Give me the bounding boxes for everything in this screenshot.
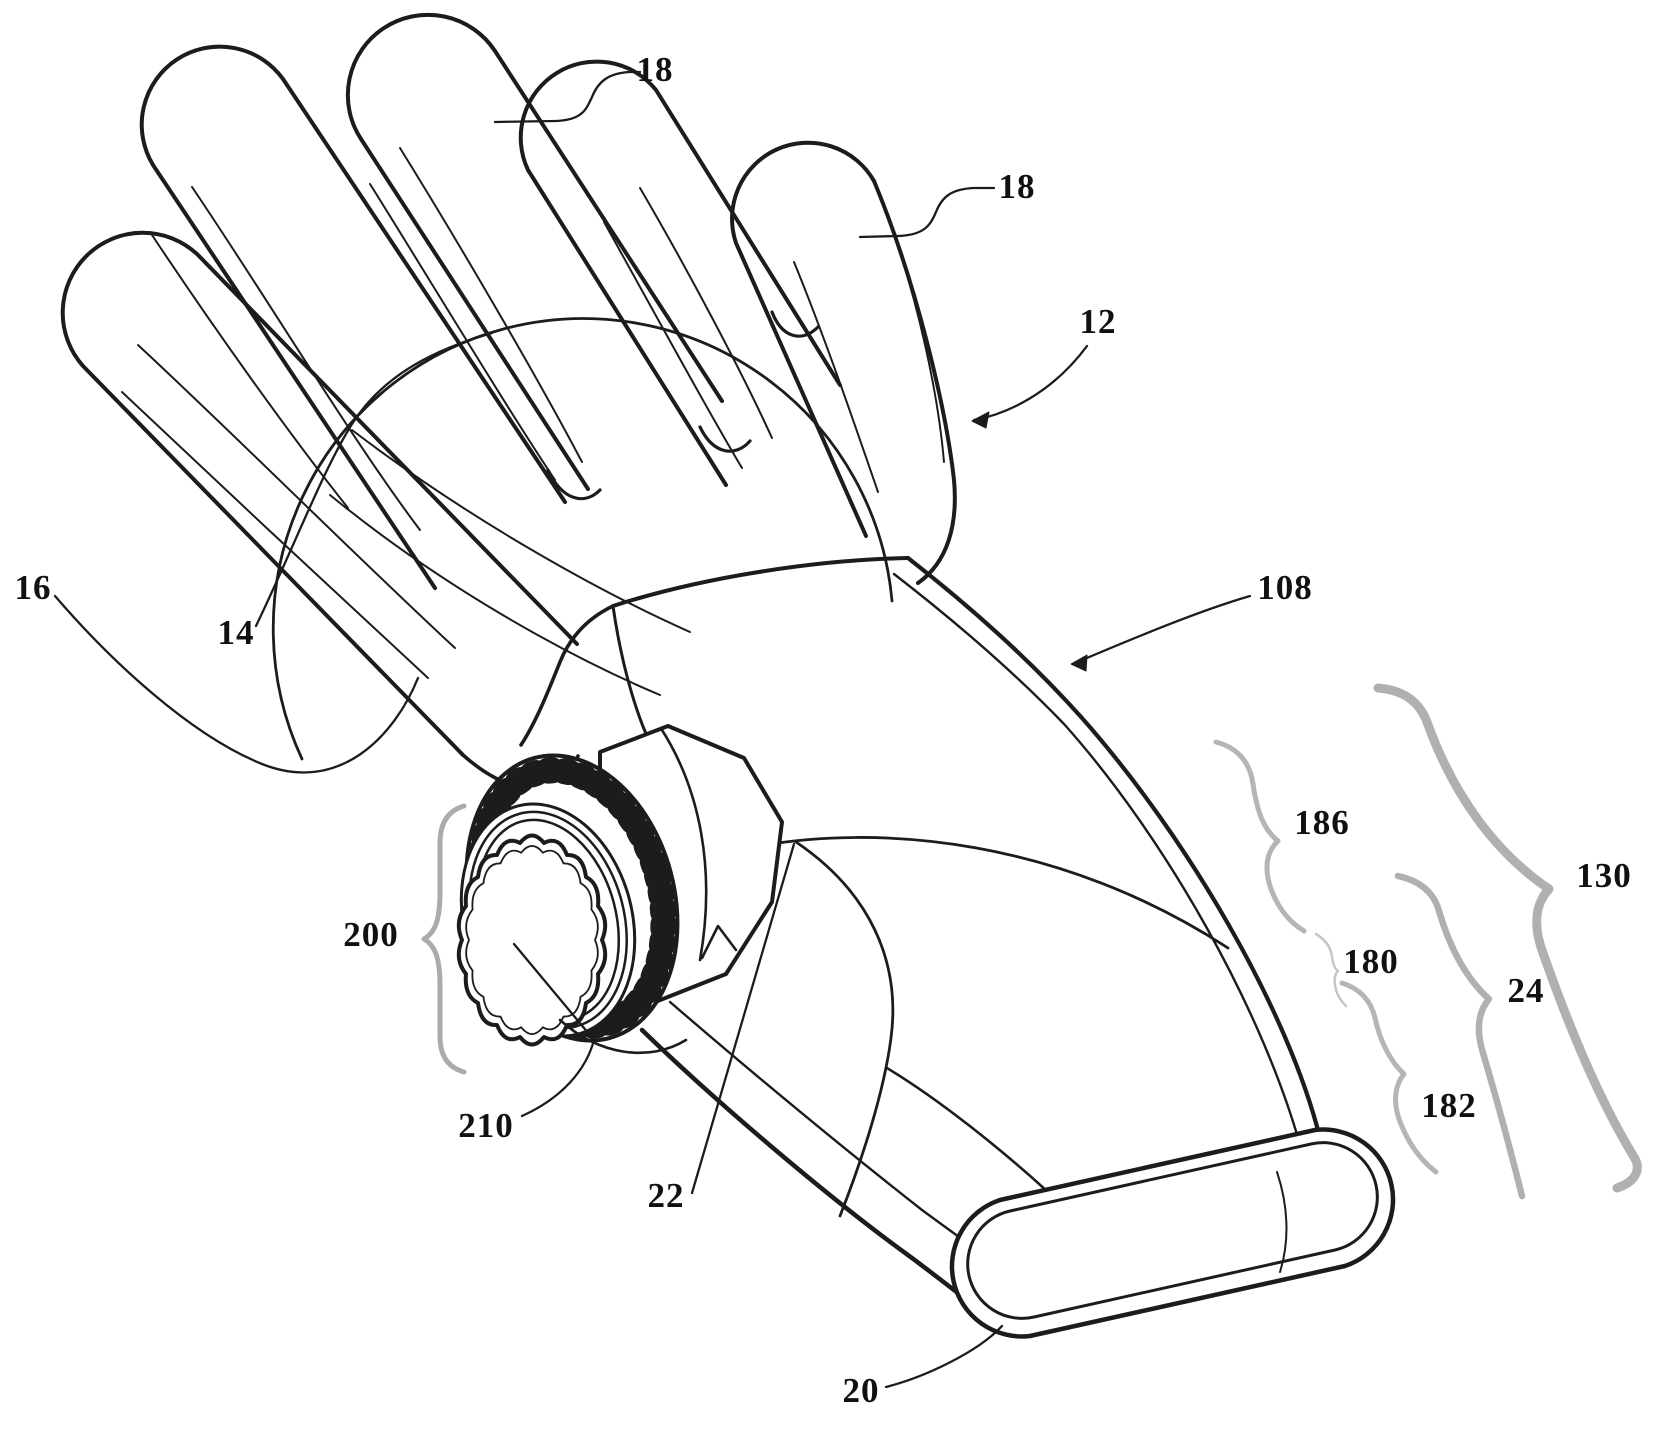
glove-hand <box>60 12 957 790</box>
brace-180 <box>1314 932 1348 1008</box>
brace-186 <box>1213 739 1307 934</box>
knob-face-inner-line <box>465 845 599 1035</box>
leader-18-right <box>858 186 996 239</box>
reference-braces <box>421 683 1642 1200</box>
leader-16 <box>53 594 420 774</box>
web-curve <box>546 468 602 501</box>
leader-lines <box>53 70 1252 1389</box>
wrist-left-edge <box>519 604 615 747</box>
thumb-outline <box>60 230 579 757</box>
web-curve <box>698 425 752 453</box>
cuff-topface-bottom-seam <box>746 836 1230 950</box>
ref-label-12: 12 <box>1079 302 1117 341</box>
leader-arrow-108 <box>1073 594 1252 665</box>
hex-collar-notch <box>700 924 738 960</box>
leader-20 <box>884 1324 1004 1389</box>
cuff-top-edge <box>611 556 910 608</box>
ref-label-20: 20 <box>842 1371 880 1410</box>
arrowhead-108 <box>1070 654 1088 672</box>
cuff-front-seam <box>885 1066 1050 1194</box>
finger-webs <box>546 310 820 501</box>
ref-label-180: 180 <box>1343 942 1399 981</box>
leader-arrow-12 <box>972 344 1089 422</box>
fingers <box>60 12 957 757</box>
brace-130 <box>1373 683 1642 1193</box>
palm-detail-circle <box>271 317 894 761</box>
finger-outline <box>730 140 876 538</box>
cuff-right-ridge-outer <box>905 555 1323 1141</box>
finger-crease <box>603 221 743 469</box>
ref-label-18-top: 18 <box>636 50 674 89</box>
adjustment-knob-assembly <box>456 724 784 1055</box>
cuff-opening <box>949 1127 1396 1339</box>
finger-crease <box>639 187 773 439</box>
finger-crease <box>191 186 421 531</box>
ref-label-108: 108 <box>1257 568 1313 607</box>
ref-label-186: 186 <box>1294 803 1350 842</box>
opening-depth-line <box>1276 1171 1288 1273</box>
finger-crease <box>369 183 556 481</box>
knob-scalloped-face <box>456 833 608 1047</box>
ref-label-210: 210 <box>458 1106 514 1145</box>
ref-label-16: 16 <box>14 568 52 607</box>
pod-bottom-line <box>558 1018 688 1055</box>
palm-crease <box>329 494 661 696</box>
leader-14 <box>254 331 494 628</box>
finger-outline <box>139 44 567 590</box>
ref-label-14: 14 <box>217 613 255 652</box>
ref-label-22: 22 <box>647 1176 685 1215</box>
palm-crease <box>351 429 691 633</box>
leader-18-top <box>493 70 642 124</box>
hex-collar-facet-line <box>660 728 708 962</box>
ref-label-130: 130 <box>1576 856 1632 895</box>
brace-182 <box>1339 980 1439 1175</box>
ref-label-18-right: 18 <box>998 167 1036 206</box>
leader-22 <box>690 842 796 1195</box>
hand-right-edge <box>872 179 957 585</box>
finger-crease <box>399 147 583 463</box>
cuff-opening-inner-rim <box>966 1141 1379 1320</box>
ref-label-182: 182 <box>1421 1086 1477 1125</box>
arrowhead-12 <box>971 411 990 429</box>
thumb-crease <box>137 344 456 649</box>
cuff-bottom-edge <box>639 1027 1001 1327</box>
finger-outline <box>518 59 842 487</box>
brace-24 <box>1394 872 1526 1200</box>
ref-label-200: 200 <box>343 915 399 954</box>
creases <box>121 147 945 696</box>
thumb-crease <box>121 391 429 679</box>
cuff-right-ridge-inner <box>892 572 1304 1154</box>
brace-200 <box>421 803 467 1075</box>
finger-crease <box>889 221 945 463</box>
finger-outline <box>345 12 724 491</box>
knob-pod-seam <box>794 840 895 1218</box>
ref-label-24: 24 <box>1507 971 1545 1010</box>
leader-210 <box>512 942 596 1118</box>
cuff-opening-outer-rim <box>949 1127 1396 1339</box>
finger-crease <box>793 261 879 493</box>
web-curve <box>770 310 820 338</box>
